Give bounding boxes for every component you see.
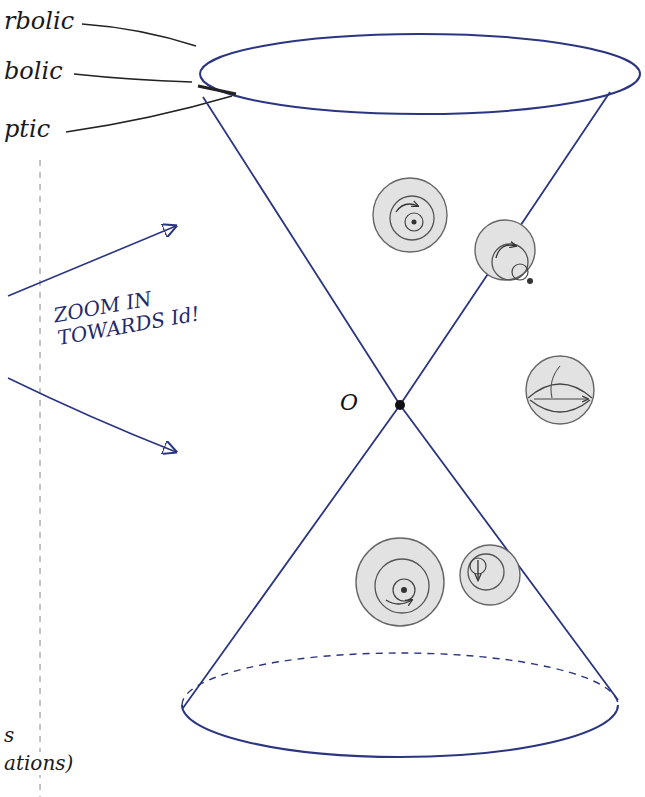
cone-rim	[200, 34, 640, 114]
cone-rim-hidden	[182, 653, 618, 705]
leader-line	[66, 96, 232, 132]
flow-disc	[526, 356, 594, 424]
cone-mark	[198, 86, 236, 94]
curve-type-label: rbolic	[2, 8, 76, 36]
flow-disc	[373, 178, 447, 252]
curve-type-label: bolic	[2, 58, 65, 86]
cone-side	[183, 97, 400, 708]
divider-line	[40, 160, 41, 797]
flow-disc	[475, 220, 535, 284]
zoom-arrow	[8, 378, 176, 452]
leader-line	[82, 24, 196, 46]
identity-point	[395, 400, 405, 410]
flow-disc	[356, 538, 444, 626]
origin-label: O	[338, 390, 360, 415]
flow-disc	[460, 545, 520, 605]
curve-type-label: ptic	[2, 116, 52, 144]
cone-rim	[182, 705, 618, 757]
side-note: ations)	[2, 752, 75, 775]
zoom-note: ZOOM IN TOWARDS Id!	[50, 278, 210, 350]
zoom-arrow	[8, 226, 176, 296]
leader-line	[74, 74, 192, 82]
side-note: s	[2, 724, 16, 747]
